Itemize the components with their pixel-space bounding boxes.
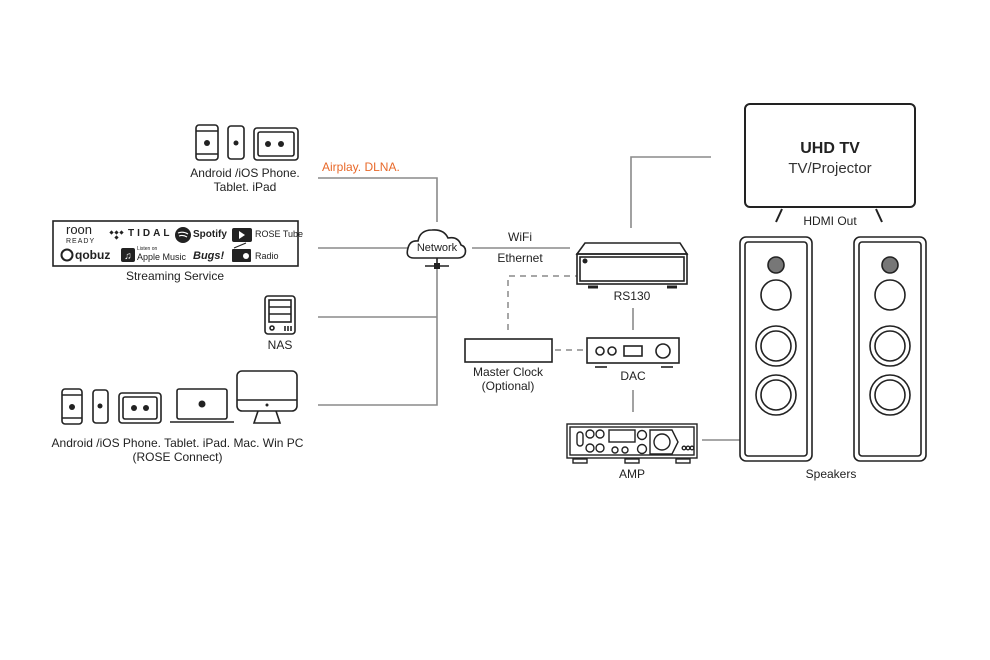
line-rs130-to-tv — [630, 156, 711, 228]
master-clock-label: Master Clock (Optional) — [458, 365, 558, 393]
ethernet-label: Ethernet — [497, 251, 543, 265]
amp-device-icon — [566, 423, 698, 464]
apple-music-icon — [121, 248, 135, 262]
optional-lines — [507, 275, 584, 351]
apple-music-logo: Apple Music — [137, 252, 187, 262]
roon-text: roon — [66, 222, 93, 237]
rs130-device-icon — [575, 242, 689, 289]
tv-title: UHD TV — [800, 140, 860, 157]
speaker-left-icon — [739, 236, 813, 462]
tv-icon — [744, 103, 916, 223]
line-mobile-to-network — [318, 177, 438, 222]
rs130-label: RS130 — [613, 289, 651, 303]
amp-label: AMP — [618, 467, 645, 481]
control-label-line2: (ROSE Connect) — [132, 450, 223, 464]
dac-label: DAC — [620, 369, 646, 383]
mobile-devices-label: Android /iOS Phone. Tablet. iPad — [175, 166, 315, 194]
protocol-label: Airplay. DLNA. — [322, 160, 400, 174]
line-control-to-network — [318, 268, 438, 406]
iphone-icon-2 — [92, 389, 109, 424]
tidal-icon — [109, 230, 124, 240]
speaker-right-icon — [853, 236, 927, 462]
mobile-label-line1: Android /iOS Phone. — [190, 166, 300, 180]
nas-label: NAS — [267, 338, 293, 352]
iphone-icon — [227, 125, 245, 160]
tv-subtitle: TV/Projector — [788, 160, 872, 177]
control-devices-label: Android /iOS Phone. Tablet. iPad. Mac. W… — [40, 436, 315, 464]
tablet-icon — [253, 127, 299, 161]
radio-logo: Radio — [255, 251, 279, 261]
rosetube-logo: ROSE Tube — [255, 229, 304, 239]
control-label-line1: Android /iOS Phone. Tablet. iPad. Mac. W… — [51, 436, 304, 450]
laptop-icon — [176, 388, 228, 420]
desktop-monitor-icon — [236, 370, 298, 412]
network-label: Network — [416, 242, 458, 254]
android-phone-icon-2 — [61, 388, 83, 425]
speakers-label: Speakers — [805, 467, 857, 481]
network-cloud-icon — [406, 229, 467, 269]
tablet-icon-2 — [118, 392, 162, 424]
mobile-label-line2: Tablet. iPad — [213, 180, 277, 194]
wifi-label: WiFi — [508, 230, 532, 244]
svg-text:♫: ♫ — [124, 251, 132, 262]
android-phone-icon — [195, 124, 219, 161]
ready-text: READY — [66, 238, 96, 245]
hdmi-out-label: HDMI Out — [803, 214, 857, 228]
streaming-services-box — [52, 220, 299, 267]
master-clock-line1: Master Clock — [472, 365, 543, 379]
nas-icon — [264, 295, 296, 335]
connection-lines — [318, 156, 740, 441]
qobuz-icon — [60, 248, 74, 262]
roon-ready-logo: roon READY — [66, 222, 96, 248]
spotify-logo: Spotify — [193, 229, 227, 240]
streaming-service-label: Streaming Service — [125, 269, 225, 283]
bugs-logo: Bugs! — [193, 250, 225, 262]
tidal-logo: TIDAL — [128, 228, 173, 239]
mobile-devices-icon — [195, 124, 299, 161]
control-devices-icon — [61, 370, 298, 425]
qobuz-logo: qobuz — [75, 248, 111, 262]
master-clock-line2: (Optional) — [481, 379, 535, 393]
dac-device-icon — [586, 337, 680, 368]
dashed-clock-to-rs130 — [507, 275, 577, 330]
apple-music-small-text: Listen on — [137, 246, 158, 252]
master-clock-icon — [464, 338, 553, 363]
